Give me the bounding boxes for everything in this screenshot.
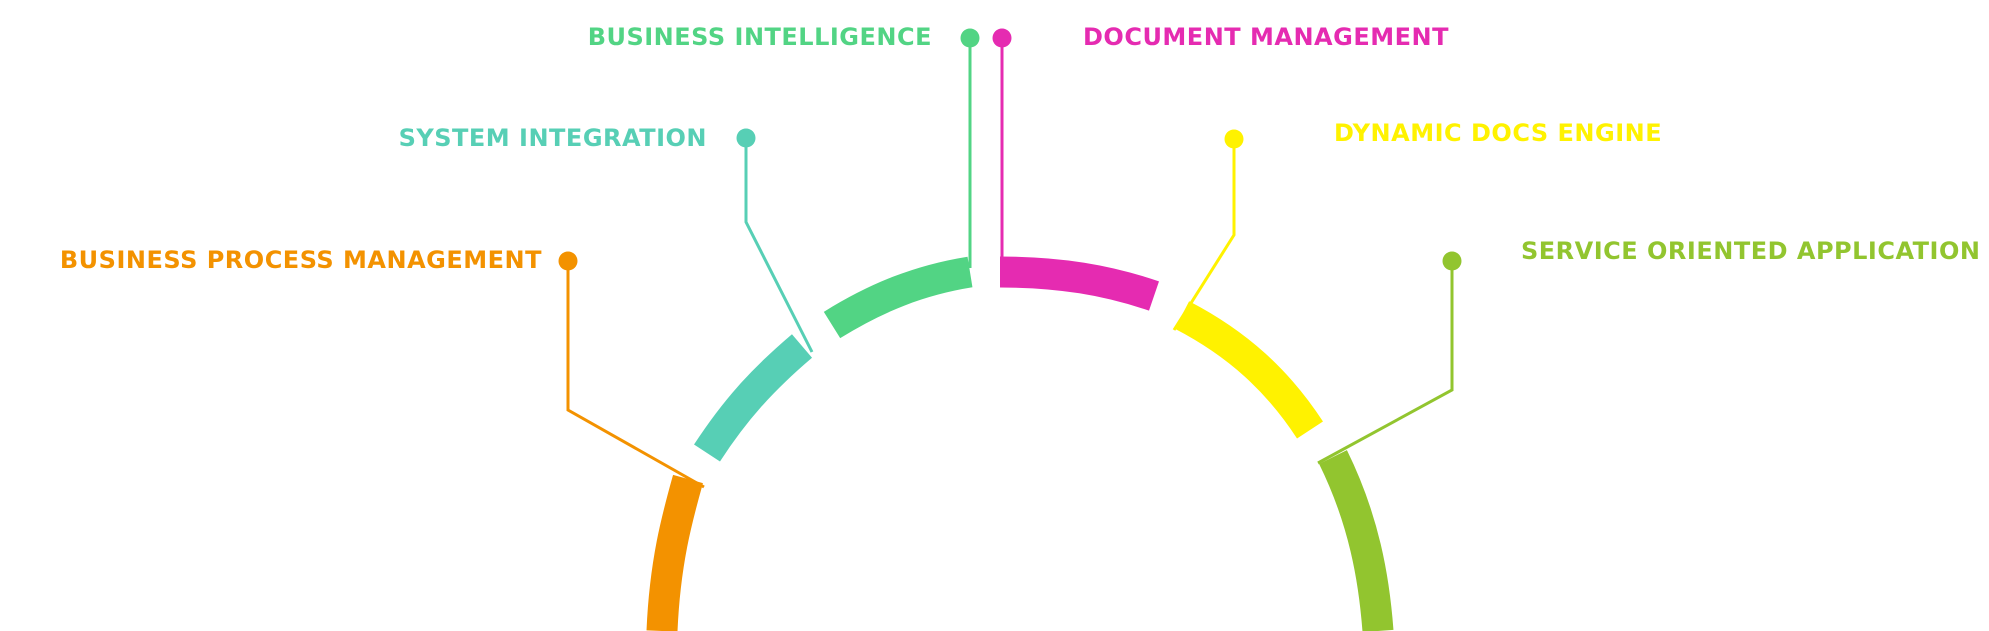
marker-dot-soa xyxy=(1442,251,1462,271)
label-service-oriented-application: SERVICE ORIENTED APPLICATION xyxy=(1521,237,1981,265)
arc-segment-soa xyxy=(1319,450,1394,631)
arc-segment-dm xyxy=(999,256,1159,311)
marker-dot-bpm xyxy=(558,251,578,271)
arc-segment-bpm xyxy=(646,474,703,631)
marker-dot-dde xyxy=(1224,129,1244,149)
leader-line-si xyxy=(744,138,814,353)
label-business-process-management: BUSINESS PROCESS MANAGEMENT xyxy=(59,246,542,274)
marker-dot-si xyxy=(736,128,756,148)
label-system-integration: SYSTEM INTEGRATION xyxy=(398,124,707,152)
leader-line-soa xyxy=(1317,261,1454,465)
leader-line-bpm xyxy=(566,261,705,489)
marker-dot-dm xyxy=(992,28,1012,48)
label-business-intelligence: BUSINESS INTELLIGENCE xyxy=(587,23,932,51)
leader-line-dde xyxy=(1172,139,1236,331)
arc-segment-si xyxy=(694,334,813,462)
marker-dot-bi xyxy=(960,28,980,48)
arc-segment-dde xyxy=(1174,301,1323,439)
label-document-management: DOCUMENT MANAGEMENT xyxy=(1083,23,1449,51)
arc-segment-bi xyxy=(823,256,973,339)
label-dynamic-docs-engine: DYNAMIC DOCS ENGINE xyxy=(1334,119,1663,147)
